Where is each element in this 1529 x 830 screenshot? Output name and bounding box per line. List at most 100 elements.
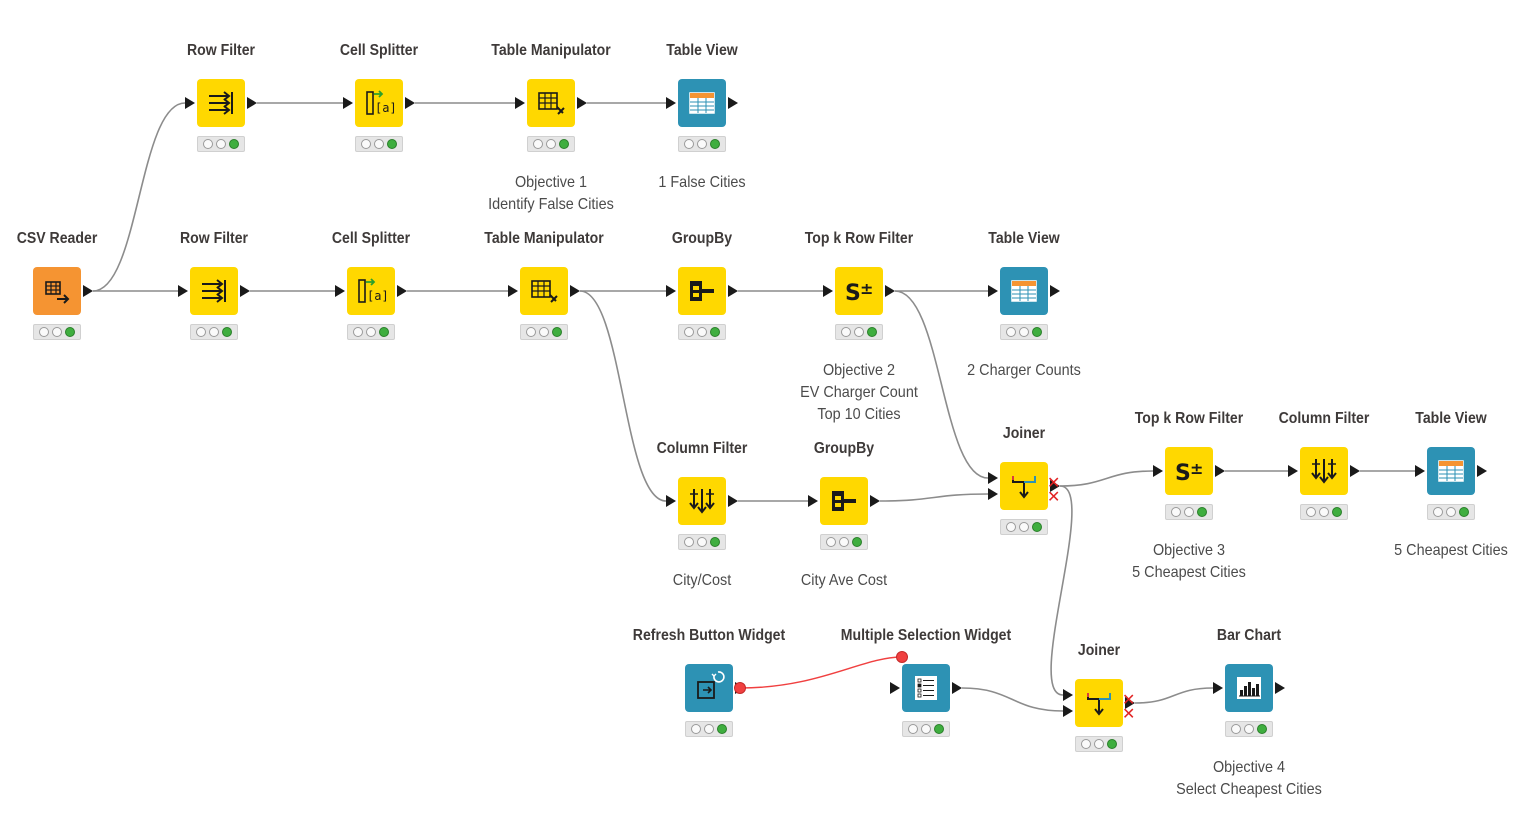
- node-title[interactable]: Top k Row Filter: [804, 230, 914, 247]
- input-port[interactable]: [988, 488, 998, 500]
- node-table-view-2[interactable]: [1000, 267, 1048, 315]
- input-port[interactable]: [343, 97, 353, 109]
- data-connection[interactable]: [1050, 485, 1073, 696]
- node-table-manipulator-1[interactable]: [527, 79, 575, 127]
- node-column-filter-1[interactable]: [678, 477, 726, 525]
- node-joiner-1[interactable]: [1000, 462, 1048, 510]
- node-row-filter-2[interactable]: [190, 267, 238, 315]
- output-port[interactable]: [1350, 465, 1360, 477]
- node-joiner-2[interactable]: [1075, 679, 1123, 727]
- node-annotation[interactable]: City/Cost: [603, 570, 801, 592]
- node-multi-selection-widget[interactable]: [902, 664, 950, 712]
- node-csv-reader[interactable]: [33, 267, 81, 315]
- node-title[interactable]: Bar Chart: [1216, 627, 1282, 644]
- input-port[interactable]: [666, 97, 676, 109]
- output-port[interactable]: [405, 97, 415, 109]
- node-title[interactable]: Refresh Button Widget: [632, 627, 786, 644]
- data-connection[interactable]: [879, 493, 989, 502]
- input-port[interactable]: [185, 97, 195, 109]
- output-port[interactable]: [83, 285, 93, 297]
- node-title[interactable]: Column Filter: [1278, 410, 1370, 427]
- node-row-filter-1[interactable]: [197, 79, 245, 127]
- output-port[interactable]: [577, 97, 587, 109]
- node-table-view-3[interactable]: [1427, 447, 1475, 495]
- node-title[interactable]: GroupBy: [671, 230, 733, 247]
- node-refresh-widget[interactable]: [685, 664, 733, 712]
- node-title[interactable]: Table Manipulator: [484, 230, 604, 247]
- flow-variable-in-port[interactable]: [896, 651, 908, 663]
- node-topk-1[interactable]: S±: [835, 267, 883, 315]
- input-port[interactable]: [988, 472, 998, 484]
- node-title[interactable]: CSV Reader: [16, 230, 98, 247]
- node-bar-chart[interactable]: [1225, 664, 1273, 712]
- output-port[interactable]: [570, 285, 580, 297]
- output-port[interactable]: [870, 495, 880, 507]
- output-port[interactable]: [885, 285, 895, 297]
- node-title[interactable]: Row Filter: [186, 42, 256, 59]
- output-port[interactable]: [397, 285, 407, 297]
- node-title[interactable]: Table Manipulator: [491, 42, 611, 59]
- data-connection[interactable]: [92, 102, 186, 292]
- flow-variable-connection[interactable]: [739, 656, 903, 689]
- node-annotation[interactable]: City Ave Cost: [745, 570, 943, 592]
- data-connection[interactable]: [579, 290, 667, 502]
- node-table-view-1[interactable]: [678, 79, 726, 127]
- output-port[interactable]: [1125, 697, 1135, 709]
- node-groupby-2[interactable]: [820, 477, 868, 525]
- output-port[interactable]: [240, 285, 250, 297]
- node-title[interactable]: Top k Row Filter: [1134, 410, 1244, 427]
- input-port[interactable]: [515, 97, 525, 109]
- node-title[interactable]: Row Filter: [179, 230, 249, 247]
- node-title[interactable]: Table View: [988, 230, 1060, 247]
- output-port[interactable]: [1275, 682, 1285, 694]
- node-title[interactable]: Cell Splitter: [331, 230, 411, 247]
- output-port[interactable]: [728, 285, 738, 297]
- output-port[interactable]: [1215, 465, 1225, 477]
- data-connection[interactable]: [1134, 687, 1214, 704]
- node-annotation[interactable]: 5 Cheapest Cities: [1352, 540, 1529, 562]
- input-port[interactable]: [1213, 682, 1223, 694]
- input-port[interactable]: [823, 285, 833, 297]
- data-connection[interactable]: [961, 687, 1064, 712]
- input-port[interactable]: [988, 285, 998, 297]
- data-connection[interactable]: [1059, 470, 1154, 487]
- node-groupby-1[interactable]: [678, 267, 726, 315]
- output-port[interactable]: [1050, 285, 1060, 297]
- output-port[interactable]: [952, 682, 962, 694]
- node-column-filter-2[interactable]: [1300, 447, 1348, 495]
- output-port[interactable]: [1477, 465, 1487, 477]
- node-cell-splitter-2[interactable]: [a]: [347, 267, 395, 315]
- input-port[interactable]: [666, 495, 676, 507]
- input-port[interactable]: [808, 495, 818, 507]
- input-port[interactable]: [1415, 465, 1425, 477]
- input-port[interactable]: [1288, 465, 1298, 477]
- output-port[interactable]: [247, 97, 257, 109]
- node-title[interactable]: Table View: [1415, 410, 1487, 427]
- node-title[interactable]: Joiner: [1077, 642, 1121, 659]
- node-title[interactable]: Column Filter: [656, 440, 748, 457]
- node-title[interactable]: GroupBy: [813, 440, 875, 457]
- node-title[interactable]: Joiner: [1002, 425, 1046, 442]
- flow-variable-out-port[interactable]: [734, 682, 746, 694]
- output-port[interactable]: [1050, 480, 1060, 492]
- input-port[interactable]: [890, 682, 900, 694]
- node-table-manipulator-2[interactable]: [520, 267, 568, 315]
- node-title[interactable]: Multiple Selection Widget: [840, 627, 1012, 644]
- input-port[interactable]: [178, 285, 188, 297]
- input-port[interactable]: [335, 285, 345, 297]
- node-annotation[interactable]: 2 Charger Counts: [925, 360, 1123, 382]
- input-port[interactable]: [1063, 705, 1073, 717]
- output-port[interactable]: [728, 495, 738, 507]
- node-title[interactable]: Cell Splitter: [339, 42, 419, 59]
- node-cell-splitter-1[interactable]: [a]: [355, 79, 403, 127]
- node-topk-2[interactable]: S±: [1165, 447, 1213, 495]
- input-port[interactable]: [508, 285, 518, 297]
- node-annotation[interactable]: 1 False Cities: [603, 172, 801, 194]
- input-port[interactable]: [1063, 689, 1073, 701]
- output-port[interactable]: [728, 97, 738, 109]
- input-port[interactable]: [666, 285, 676, 297]
